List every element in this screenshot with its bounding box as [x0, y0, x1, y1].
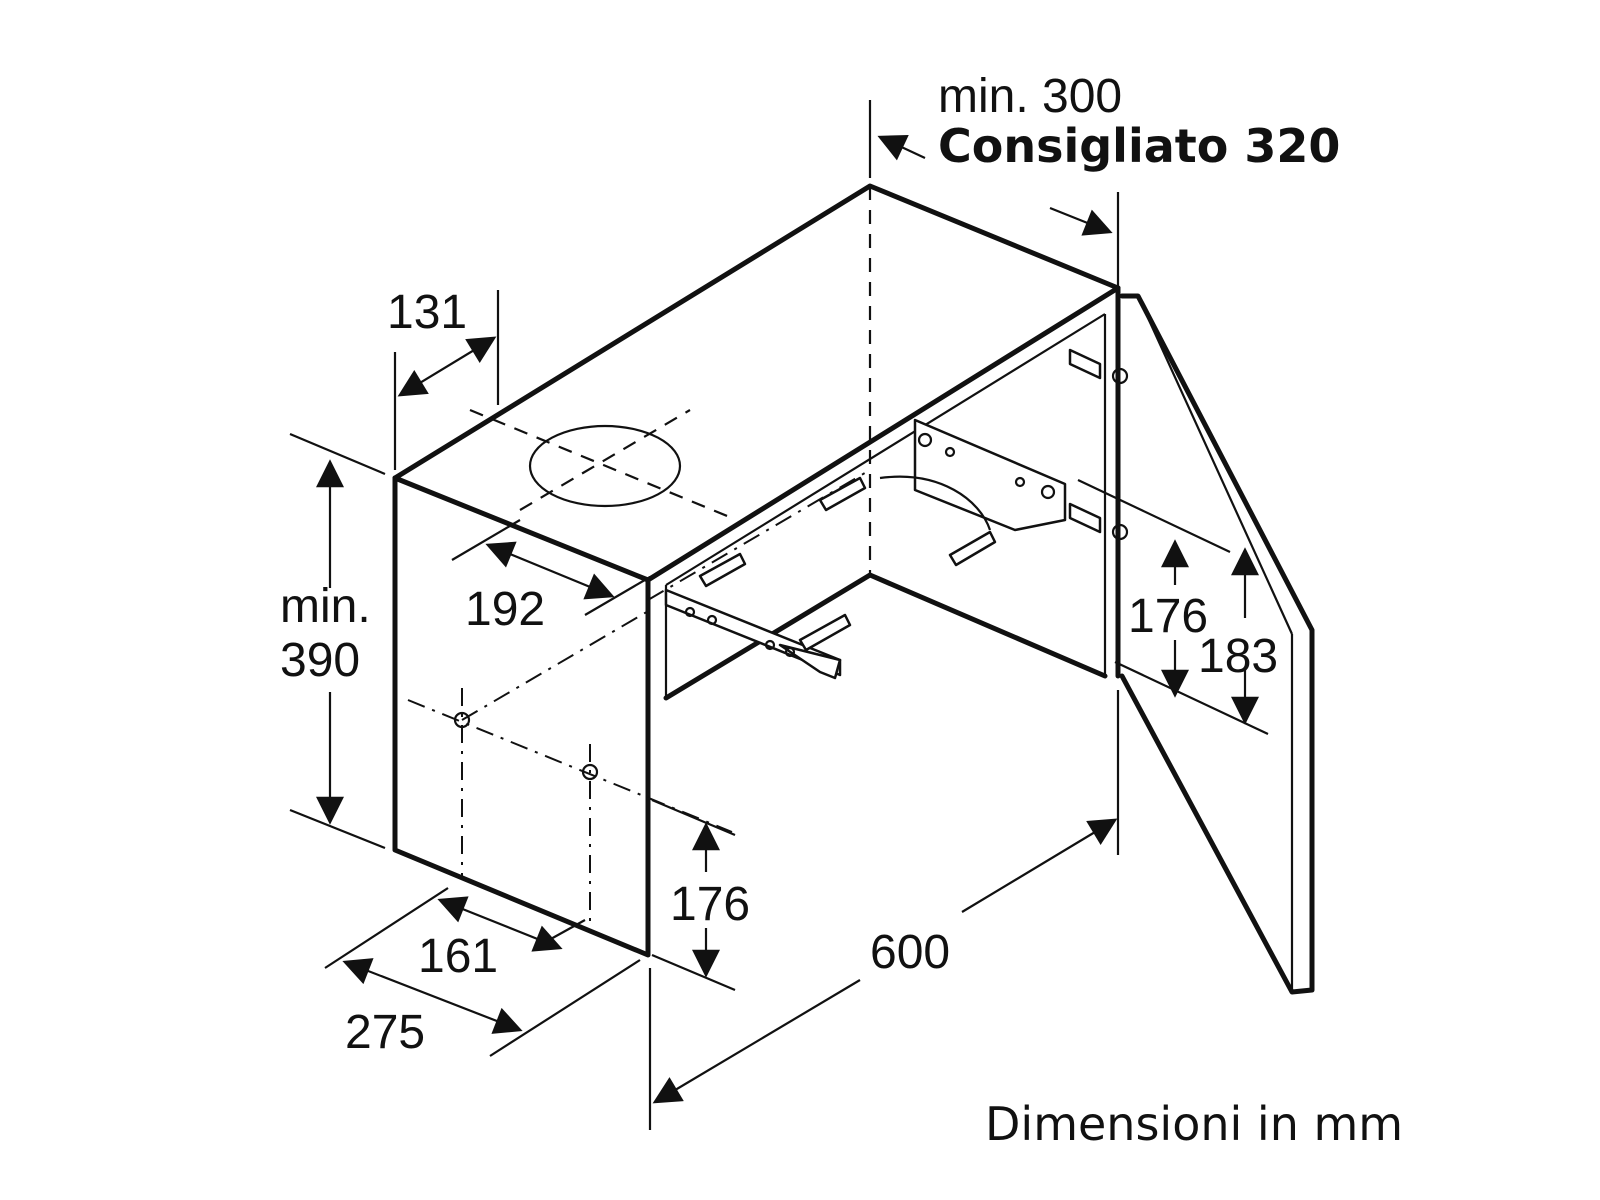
wall-plugs [698, 348, 1129, 652]
label-600: 600 [870, 926, 950, 979]
mounting-bracket-front [664, 588, 842, 680]
dim-min-300: min. 300 Consigliato 320 [868, 70, 1340, 286]
dim-192: 192 [451, 519, 651, 636]
label-161: 161 [418, 930, 498, 983]
mounting-bracket-rear [879, 418, 1067, 532]
dim-176-183-right: 176 183 [1077, 479, 1278, 735]
label-min: min. [280, 580, 371, 633]
dim-131: 131 [387, 286, 500, 470]
dim-176-front: 176 [651, 798, 750, 992]
duct-opening [469, 408, 733, 520]
label-275: 275 [345, 1006, 425, 1059]
label-183: 183 [1198, 630, 1278, 683]
label-consigliato-320: Consigliato 320 [938, 119, 1340, 173]
units-note: Dimensioni in mm [985, 1097, 1403, 1151]
dim-600: 600 [648, 690, 1120, 1130]
dim-275: 275 [324, 887, 641, 1059]
cabinet-outline [392, 183, 1121, 958]
cabinet-door [1119, 293, 1315, 995]
label-176-right: 176 [1128, 590, 1208, 643]
dim-min-390: min. 390 [280, 432, 386, 850]
side-panel-holes [407, 469, 871, 930]
label-176-front: 176 [670, 878, 750, 931]
label-131: 131 [387, 286, 467, 339]
label-192: 192 [465, 583, 545, 636]
label-390: 390 [280, 634, 360, 687]
label-min-300: min. 300 [938, 70, 1122, 123]
